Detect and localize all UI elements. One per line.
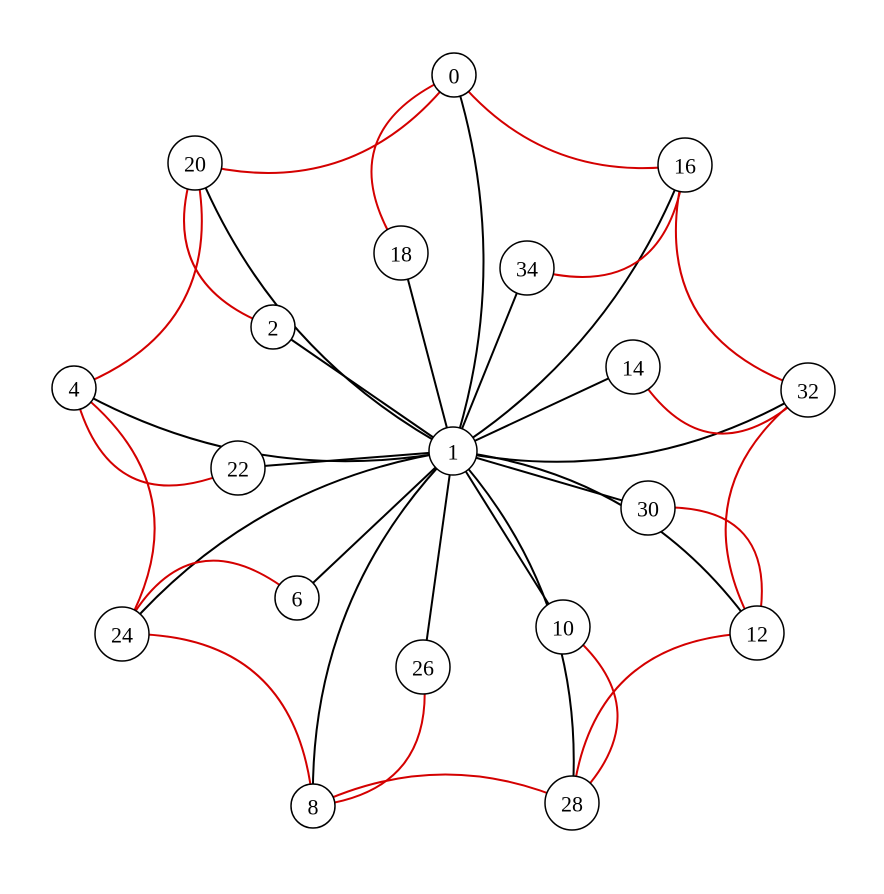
node-circle [620, 480, 676, 536]
node-2: 2 [250, 304, 296, 350]
edge-16-32 [674, 164, 809, 391]
node-circle [605, 339, 661, 395]
edge-32-14 [632, 366, 809, 435]
edge-8-28 [312, 773, 573, 807]
node-10: 10 [535, 599, 591, 655]
node-label: 8 [308, 795, 319, 820]
node-circle [274, 575, 320, 621]
edge-20-2 [183, 162, 274, 328]
node-label: 26 [412, 656, 434, 681]
node-24: 24 [94, 606, 150, 662]
node-circle [499, 240, 555, 296]
edge-16-34 [526, 164, 686, 278]
node-label: 6 [292, 587, 303, 612]
edge-28-10 [562, 626, 619, 804]
edge-1-2 [272, 326, 454, 452]
edge-20-4 [73, 162, 203, 389]
node-circle [290, 783, 336, 829]
edge-1-22 [237, 450, 454, 469]
node-label: 4 [69, 377, 80, 402]
node-20: 20 [167, 135, 223, 191]
node-4: 4 [51, 365, 97, 411]
node-32: 32 [780, 362, 836, 418]
node-circle [51, 365, 97, 411]
node-label: 16 [674, 154, 696, 179]
node-6: 6 [274, 575, 320, 621]
edge-1-6 [296, 450, 454, 599]
node-label: 2 [268, 316, 279, 341]
edge-0-20 [194, 74, 455, 174]
node-label: 24 [111, 623, 133, 648]
node-label: 12 [746, 622, 768, 647]
node-22: 22 [210, 440, 266, 496]
edge-24-6 [121, 559, 298, 635]
edge-1-10 [452, 450, 564, 628]
node-circle [657, 137, 713, 193]
edge-1-24 [121, 450, 454, 635]
edge-1-16 [452, 164, 686, 452]
node-circle [395, 639, 451, 695]
edge-0-18 [370, 74, 455, 254]
node-circle [780, 362, 836, 418]
node-label: 20 [184, 152, 206, 177]
node-12: 12 [729, 605, 785, 661]
edge-1-20 [194, 162, 454, 452]
edge-1-4 [73, 387, 454, 463]
node-circle [373, 225, 429, 281]
node-8: 8 [290, 783, 336, 829]
node-label: 32 [797, 379, 819, 404]
node-circle [167, 135, 223, 191]
node-30: 30 [620, 480, 676, 536]
edge-1-30 [452, 450, 649, 509]
edge-24-8 [121, 632, 314, 807]
edge-4-22 [73, 387, 239, 487]
node-14: 14 [605, 339, 661, 395]
edge-12-30 [647, 506, 763, 634]
edge-32-12 [724, 389, 809, 634]
node-34: 34 [499, 240, 555, 296]
node-label: 10 [552, 616, 574, 641]
node-circle [535, 599, 591, 655]
node-18: 18 [373, 225, 429, 281]
node-label: 14 [622, 356, 644, 381]
node-circle [431, 52, 477, 98]
node-1: 1 [428, 426, 478, 476]
node-circle [544, 775, 600, 831]
node-label: 34 [516, 257, 538, 282]
edge-8-26 [312, 666, 426, 807]
node-circle [94, 606, 150, 662]
node-0: 0 [431, 52, 477, 98]
edge-1-18 [400, 252, 454, 452]
edge-1-14 [452, 366, 634, 452]
edge-1-26 [422, 450, 454, 668]
edge-1-12 [452, 450, 758, 634]
node-label: 1 [448, 440, 459, 465]
node-16: 16 [657, 137, 713, 193]
node-label: 18 [390, 242, 412, 267]
node-circle [729, 605, 785, 661]
edge-4-24 [73, 387, 156, 635]
node-label: 28 [561, 792, 583, 817]
node-circle [250, 304, 296, 350]
edge-0-16 [453, 74, 686, 170]
node-label: 30 [637, 497, 659, 522]
edge-12-28 [571, 632, 758, 804]
edge-1-0 [452, 74, 485, 452]
node-circle [428, 426, 478, 476]
node-28: 28 [544, 775, 600, 831]
node-circle [210, 440, 266, 496]
node-label: 22 [227, 457, 249, 482]
node-26: 26 [395, 639, 451, 695]
edge-1-34 [452, 267, 528, 452]
node-label: 0 [449, 64, 460, 89]
edge-1-8 [311, 450, 454, 807]
